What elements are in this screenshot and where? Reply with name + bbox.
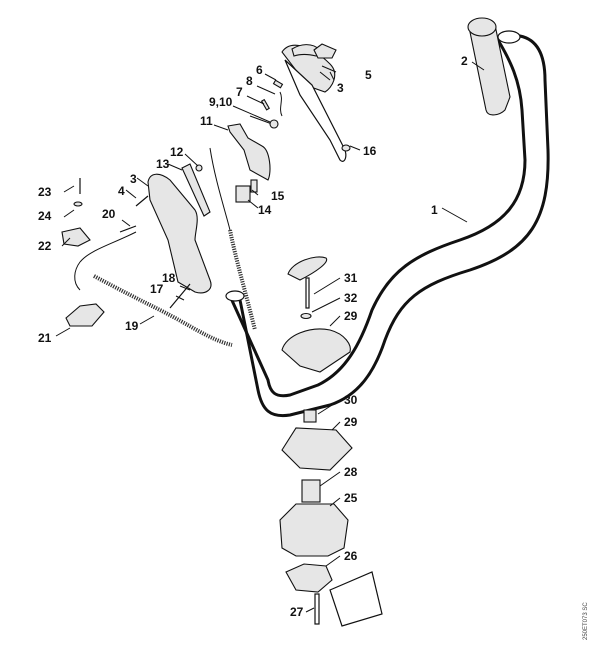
wire-assembly-22[interactable] [61,227,91,247]
handlebar[interactable] [225,30,550,418]
callout-9-10[interactable]: 9,10 [209,95,233,109]
clamp-cap-upper[interactable] [281,328,351,373]
callout-22[interactable]: 22 [38,239,52,253]
drive-tube [329,571,383,627]
callout-21[interactable]: 21 [38,331,52,345]
slide-control[interactable] [235,185,251,203]
cable-end-20 [119,225,137,233]
callout-30[interactable]: 30 [344,393,358,407]
control-handle-shell-lower[interactable] [147,173,212,294]
callout-25[interactable]: 25 [344,491,358,505]
callout-3-upper[interactable]: 3 [337,81,344,95]
spring-30 [303,409,317,423]
callout-19[interactable]: 19 [125,319,139,333]
spring-12 [195,164,203,172]
callout-1[interactable]: 1 [431,203,438,217]
knob[interactable] [313,43,337,59]
washer-24 [73,201,83,207]
interlock-lever[interactable] [181,163,211,217]
callout-15[interactable]: 15 [271,189,285,203]
spring-28 [301,479,321,503]
screw-17 [169,283,191,309]
callout-8[interactable]: 8 [246,74,253,88]
callout-5[interactable]: 5 [365,68,372,82]
screw-4 [135,195,149,207]
callout-16[interactable]: 16 [363,144,377,158]
callout-26[interactable]: 26 [344,549,358,563]
callout-31[interactable]: 31 [344,271,358,285]
callout-29-lower[interactable]: 29 [344,415,358,429]
wing-screw[interactable] [287,256,328,309]
callout-11[interactable]: 11 [200,114,213,128]
callout-4[interactable]: 4 [118,184,125,198]
grip[interactable] [467,17,511,116]
clamp-shell[interactable] [285,563,333,593]
clamp-cap-lower[interactable] [281,427,353,471]
reference-code: 250ET073 SC [583,602,589,640]
callout-18[interactable]: 18 [162,271,176,285]
callout-12[interactable]: 12 [170,145,184,159]
leader-lines [55,61,485,613]
callout-24[interactable]: 24 [38,209,52,223]
callout-14[interactable]: 14 [258,203,272,217]
callout-6[interactable]: 6 [256,63,263,77]
small-parts-cluster [249,79,284,129]
washer-32 [300,312,312,320]
control-handle-shell-upper[interactable] [281,44,347,162]
callout-32[interactable]: 32 [344,291,358,305]
throttle-cable-hose[interactable] [74,147,257,347]
callout-2[interactable]: 2 [461,54,468,68]
callout-7[interactable]: 7 [236,85,243,99]
callout-27[interactable]: 27 [290,605,304,619]
throttle-trigger[interactable] [227,123,271,181]
callout-labels: 1 2 3 3 4 5 6 7 8 9,10 11 12 13 14 15 16… [38,54,468,619]
callout-29-upper[interactable]: 29 [344,309,358,323]
callout-28[interactable]: 28 [344,465,358,479]
clamp-lower-housing[interactable] [279,503,349,557]
cable-bracket-21[interactable] [65,303,105,327]
callout-23[interactable]: 23 [38,185,52,199]
screw-27 [314,593,320,625]
callout-3-lower[interactable]: 3 [130,172,137,186]
callout-17[interactable]: 17 [150,282,164,296]
callout-13[interactable]: 13 [156,157,170,171]
callout-20[interactable]: 20 [102,207,116,221]
nut-16[interactable] [341,144,351,152]
